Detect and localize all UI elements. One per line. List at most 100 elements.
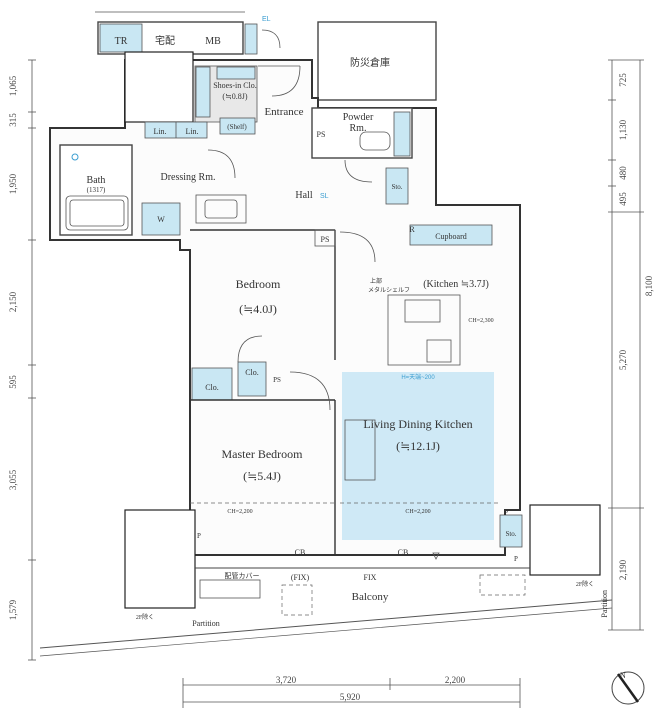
el-panel [244,23,258,55]
sto-hall [385,167,409,205]
ldk-area-label: (≒12.1J) [396,439,440,453]
bottom-dim-a: 3,720 [276,675,297,685]
hall-label: Hall [295,190,312,201]
tr-label: TR [115,36,128,47]
bousai-label: 防災倉庫 [350,56,390,69]
cb1-label: CB [295,548,306,557]
ch2300-label: CH=2,300 [468,318,493,324]
right-dimensions: 725 1,130 480 495 5,270 2,190 8,100 [608,59,654,631]
ps-label-3: PS [273,376,281,384]
haikan-label: 配管カバー [225,571,260,580]
pipe-shaft-top [124,51,194,123]
common-area: TR 宅配 MB EL 防災倉庫 [95,11,437,101]
bottom-dimensions: 3,720 2,200 5,920 [182,675,521,708]
fix2-label: FIX [364,573,377,582]
entrance-door [258,65,301,97]
bath: Bath (1317) [59,144,133,236]
jyobu-2-label: メタルシェルフ [368,286,410,294]
entry-door-swing [261,29,281,49]
balcony-label: Balcony [352,591,389,603]
right-dim-2: 1,130 [618,119,628,140]
el-label: EL [262,16,271,23]
h-tenjo-label: H=天端~200 [401,373,435,381]
shoes-in-clo-label: Shoes-in Clo. [213,81,257,90]
bottom-dim-b: 2,200 [445,675,466,685]
cupboard [409,224,493,246]
master-bedroom: Master Bedroom (≒5.4J) CH=2,200 [190,371,336,555]
closets: Clo. Clo. PS [191,335,281,401]
sto-ldk-label: Sto. [505,530,516,538]
balcony: Balcony Partition 2F除く 2F除く Partition [39,574,613,657]
bedroom: PS Bedroom (≒4.0J) [190,229,376,360]
jyoke1-label: 2F除く [136,613,154,621]
left-dim-4: 2,150 [8,291,18,312]
p1-label: P [197,532,201,540]
left-dimensions: 1,065 315 1,950 2,150 595 3,055 1,579 [8,59,36,661]
left-dim-3: 1,950 [8,173,18,194]
ch2200a-label: CH=2,200 [227,509,252,515]
right-dim-3: 480 [618,166,628,180]
takuhai-label: 宅配 [155,34,175,47]
p3-label: P [514,555,518,563]
ps-label-1: PS [317,130,326,139]
cb2-label: CB [398,548,409,557]
fix1-label: (FIX) [291,573,310,582]
powder-rm-label: Rm. [350,123,367,134]
ldk-label: Living Dining Kitchen [363,417,472,431]
entrance-label: Entrance [264,106,303,118]
ps-label-2: PS [321,235,330,244]
sto-hall-label: Sto. [391,183,402,191]
dressing-room: Lin. Lin. Dressing Rm. W [141,121,247,236]
north-compass-icon: N [611,671,645,705]
powder-label: Powder [343,112,374,123]
lin1-label: Lin. [153,127,166,136]
left-dim-6: 3,055 [8,469,18,490]
partition2-label: Partition [600,590,609,618]
cupboard-label: Cupboard [435,232,467,241]
bedroom-label: Bedroom [236,277,281,291]
clo2-label: Clo. [245,368,259,377]
powder-room: Powder Rm. PS [311,107,413,183]
left-dim-1: 1,065 [8,75,18,96]
bousai-room [317,21,437,101]
right-dim-6: 2,190 [618,559,628,580]
ch2200b-label: CH=2,200 [405,509,430,515]
partition1-label: Partition [192,619,220,628]
right-dim-5: 5,270 [618,349,628,370]
compass-n-label: N [620,671,626,680]
kitchen-label: (Kitchen ≒3.7J) [423,279,489,290]
left-dim-5: 595 [8,375,18,389]
right-dim-total: 8,100 [644,275,654,296]
sl-label: SL [320,193,329,200]
master-label: Master Bedroom [222,447,304,461]
pipe-shaft-left [124,509,196,609]
tr-room [99,23,143,53]
w-label: W [157,215,165,224]
shoes-area-label: (≒0.8J) [222,92,247,101]
jyoke2-label: 2F除く [576,580,594,588]
clo1-label: Clo. [205,383,219,392]
left-dim-7: 1,579 [8,599,18,620]
mb-label: MB [205,36,221,47]
bath-label: Bath [87,175,106,186]
window-line: CB CB P P P 配管カバー (FIX) FIX [195,509,530,582]
right-dim-1: 725 [618,73,628,87]
jyobu-1-label: 上部 [370,277,382,285]
right-dim-4: 495 [618,192,628,206]
bath-size-label: (1317) [87,186,106,194]
left-dim-2: 315 [8,113,18,127]
shelf-label: (Shelf) [227,123,247,131]
ldk-highlight [342,372,494,540]
dressing-label: Dressing Rm. [161,172,216,183]
shoes-in-closet: Shoes-in Clo. (≒0.8J) (Shelf) [194,65,258,135]
bedroom-area-label: (≒4.0J) [239,302,277,316]
bottom-dim-total: 5,920 [340,692,361,702]
master-area-label: (≒5.4J) [243,469,281,483]
kitchen: Cupboard R 上部 メタルシェルフ (Kitchen ≒3.7J) CH… [368,224,494,366]
r-label: R [409,225,415,234]
ldk: Living Dining Kitchen (≒12.1J) H=天端~200 … [340,372,523,548]
pipe-shaft-right [529,504,601,576]
p2-label: P [504,509,508,517]
lin2-label: Lin. [185,127,198,136]
